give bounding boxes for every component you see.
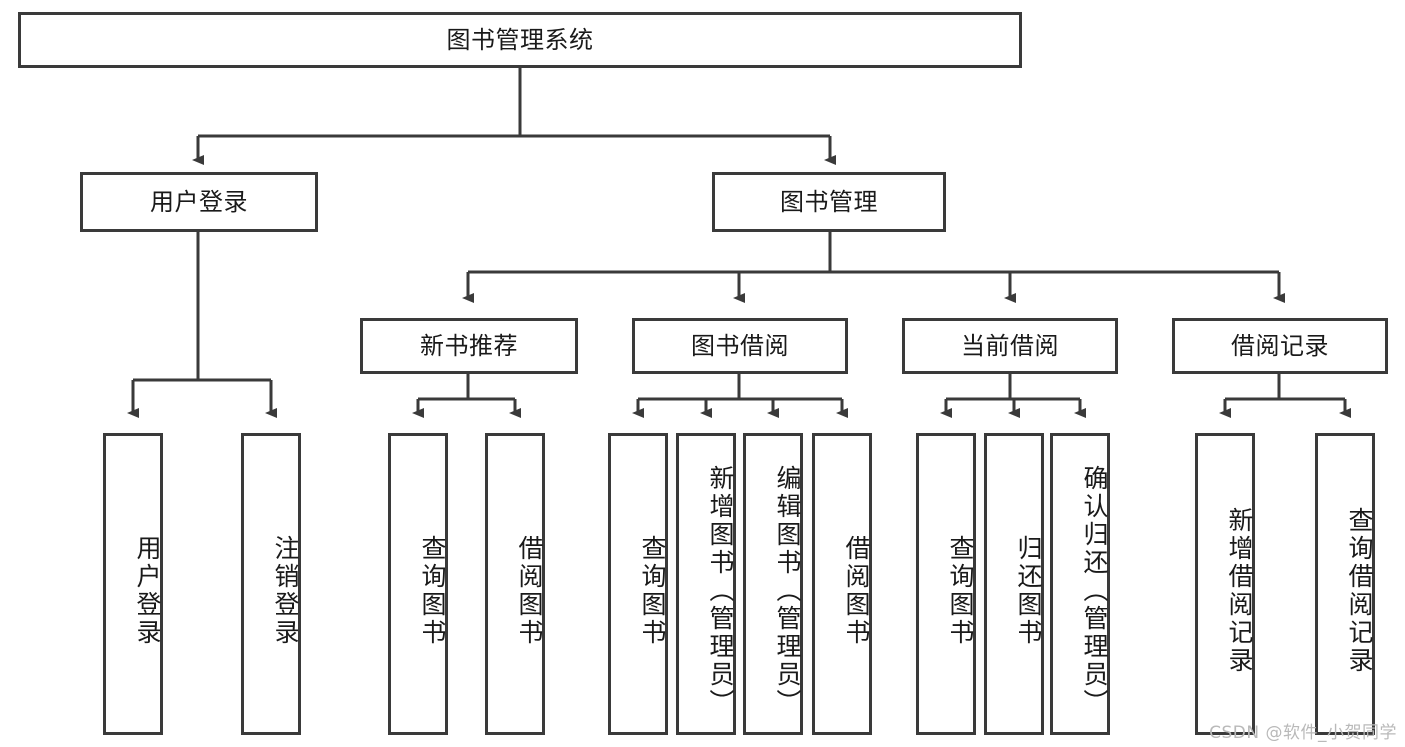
node-borrow-record[interactable]: 借阅记录 bbox=[1172, 318, 1388, 374]
leaf-add-borrow-record[interactable]: 新增借阅记录 bbox=[1195, 433, 1255, 735]
leaf-return-book[interactable]: 归还图书 bbox=[984, 433, 1044, 735]
leaf-borrow-book-recommend[interactable]: 借阅图书 bbox=[485, 433, 545, 735]
node-label: 图书管理 bbox=[780, 187, 878, 216]
node-label: 借阅图书 bbox=[515, 535, 544, 647]
node-label: 注销登录 bbox=[271, 535, 300, 647]
node-label: 新书推荐 bbox=[420, 331, 518, 360]
leaf-edit-book-admin[interactable]: 编辑图书（管理员） bbox=[743, 433, 803, 735]
node-label: 当前借阅 bbox=[961, 331, 1059, 360]
node-label: 用户登录 bbox=[133, 535, 162, 647]
node-label: 用户登录 bbox=[150, 187, 248, 216]
node-label: 查询图书 bbox=[638, 535, 667, 647]
node-user-login[interactable]: 用户登录 bbox=[80, 172, 318, 232]
node-label: 借阅图书 bbox=[842, 535, 871, 647]
node-book-management[interactable]: 图书管理 bbox=[712, 172, 946, 232]
node-label: 查询图书 bbox=[946, 535, 975, 647]
leaf-query-book-current[interactable]: 查询图书 bbox=[916, 433, 976, 735]
leaf-confirm-return-admin[interactable]: 确认归还（管理员） bbox=[1050, 433, 1110, 735]
node-label: 图书借阅 bbox=[691, 331, 789, 360]
node-label: 查询图书 bbox=[418, 535, 447, 647]
leaf-add-book-admin[interactable]: 新增图书（管理员） bbox=[676, 433, 736, 735]
leaf-logout[interactable]: 注销登录 bbox=[241, 433, 301, 735]
node-label: 归还图书 bbox=[1014, 535, 1043, 647]
node-current-borrow[interactable]: 当前借阅 bbox=[902, 318, 1118, 374]
leaf-query-book-borrow[interactable]: 查询图书 bbox=[608, 433, 668, 735]
node-label: 图书管理系统 bbox=[446, 25, 594, 54]
leaf-borrow-book[interactable]: 借阅图书 bbox=[812, 433, 872, 735]
leaf-query-borrow-record[interactable]: 查询借阅记录 bbox=[1315, 433, 1375, 735]
node-root-book-management-system[interactable]: 图书管理系统 bbox=[18, 12, 1022, 68]
node-label: 新增借阅记录 bbox=[1225, 507, 1254, 675]
node-label: 确认归还（管理员） bbox=[1080, 465, 1109, 717]
leaf-query-book-recommend[interactable]: 查询图书 bbox=[388, 433, 448, 735]
node-label: 借阅记录 bbox=[1231, 331, 1329, 360]
node-book-borrow[interactable]: 图书借阅 bbox=[632, 318, 848, 374]
watermark: CSDN @软件_小贺同学 bbox=[1209, 723, 1397, 743]
node-new-book-recommend[interactable]: 新书推荐 bbox=[360, 318, 578, 374]
node-label: 新增图书（管理员） bbox=[706, 465, 735, 717]
leaf-user-login[interactable]: 用户登录 bbox=[103, 433, 163, 735]
node-label: 查询借阅记录 bbox=[1345, 507, 1374, 675]
node-label: 编辑图书（管理员） bbox=[773, 465, 802, 717]
